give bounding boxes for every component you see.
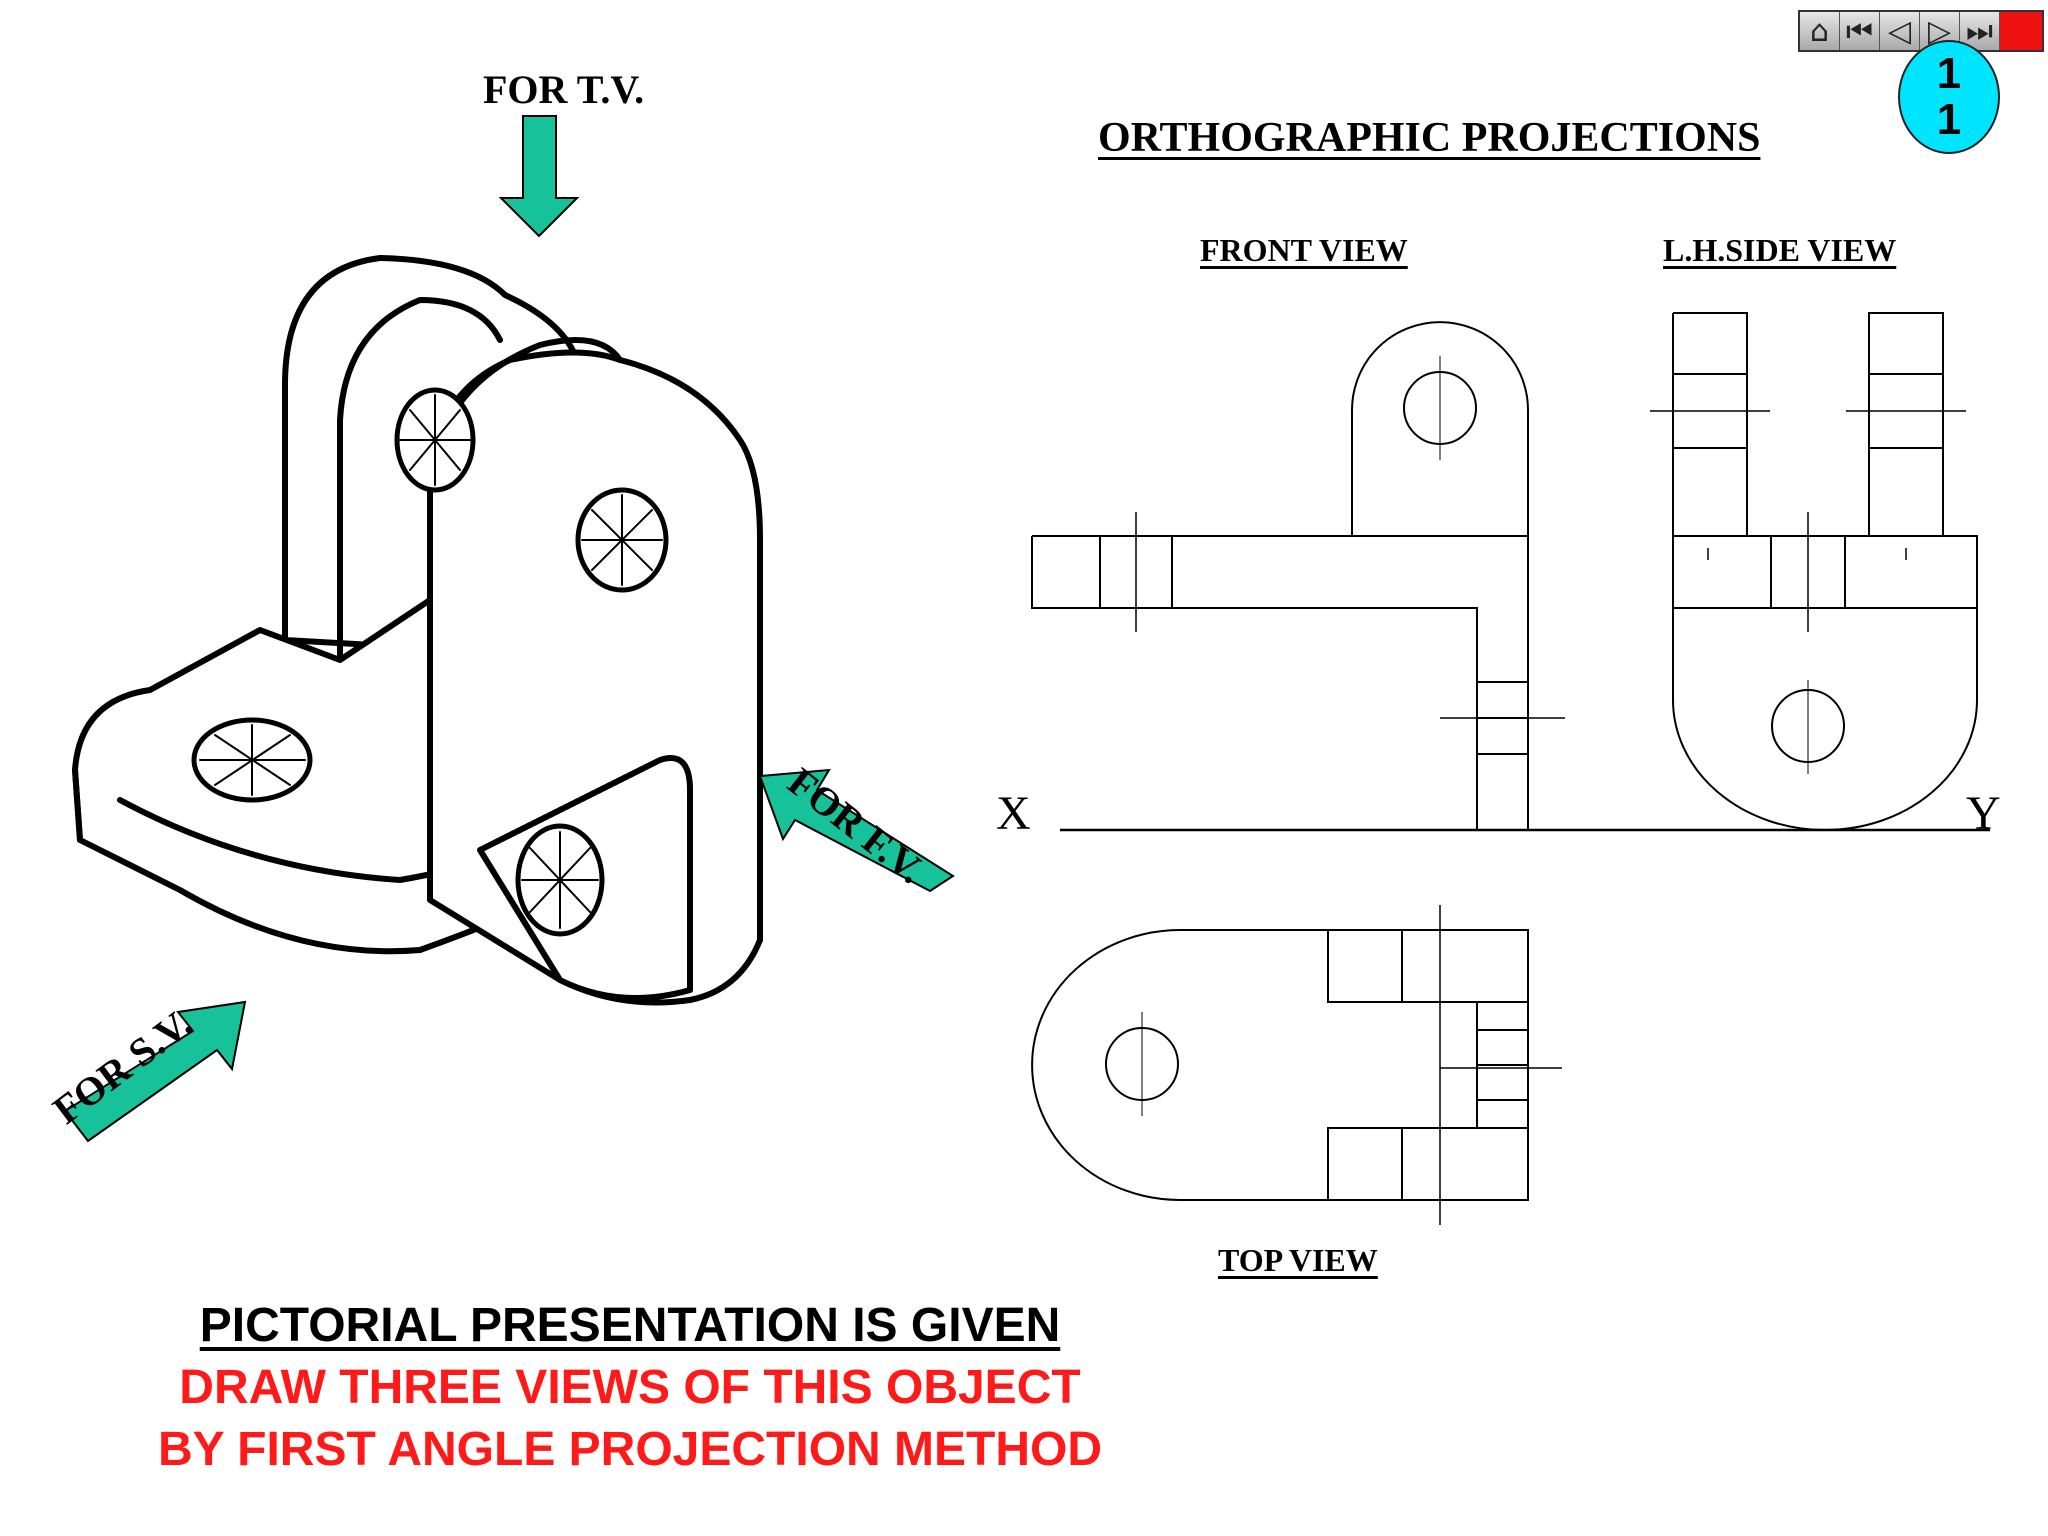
side-view-label: L.H.SIDE VIEW xyxy=(1663,232,1897,268)
side-view-geometry xyxy=(1650,312,1978,831)
instruction-line-2: DRAW THREE VIEWS OF THIS OBJECT xyxy=(179,1361,1081,1414)
first-slide-button[interactable]: ⏮ xyxy=(1840,12,1880,50)
tv-direction-label: FOR T.V. xyxy=(483,67,645,112)
home-button[interactable]: ⌂ xyxy=(1800,12,1840,50)
direction-arrows xyxy=(63,115,955,1143)
y-axis-letter: Y xyxy=(1966,787,2001,840)
top-view-label: TOP VIEW xyxy=(1218,1242,1378,1278)
sv-arrow-icon xyxy=(63,1000,247,1143)
previous-slide-button[interactable]: ◁ xyxy=(1880,12,1920,50)
front-view-label: FRONT VIEW xyxy=(1200,232,1408,268)
next-slide-icon: ▷ xyxy=(1927,13,1952,49)
page-number-badge: 1 1 xyxy=(1898,40,2000,154)
front-view-geometry xyxy=(1031,321,1565,831)
page-badge-top: 1 xyxy=(1936,49,1962,98)
fv-arrow-icon xyxy=(758,768,955,893)
top-view-geometry xyxy=(1031,905,1562,1225)
instruction-line-1: PICTORIAL PRESENTATION IS GIVEN xyxy=(199,1299,1061,1352)
first-slide-icon: ⏮ xyxy=(1846,13,1873,49)
stop-button[interactable] xyxy=(2000,12,2042,50)
orthographic-views xyxy=(1031,312,1990,1225)
instruction-line-3: BY FIRST ANGLE PROJECTION METHOD xyxy=(157,1423,1103,1476)
tv-arrow-icon xyxy=(498,115,580,238)
home-icon: ⌂ xyxy=(1809,13,1830,49)
page-title: ORTHOGRAPHIC PROJECTIONS xyxy=(1098,115,1761,161)
x-axis-letter: X xyxy=(996,787,1031,840)
slide-navigation-bar: ⌂ ⏮ ◁ ▷ ⏭ xyxy=(1798,10,2044,52)
page-badge-bottom: 1 xyxy=(1936,95,1962,144)
isometric-pictorial xyxy=(72,255,763,1006)
last-slide-icon: ⏭ xyxy=(1966,13,1993,49)
previous-slide-icon: ◁ xyxy=(1887,13,1912,49)
back-upright-inner xyxy=(337,297,503,658)
